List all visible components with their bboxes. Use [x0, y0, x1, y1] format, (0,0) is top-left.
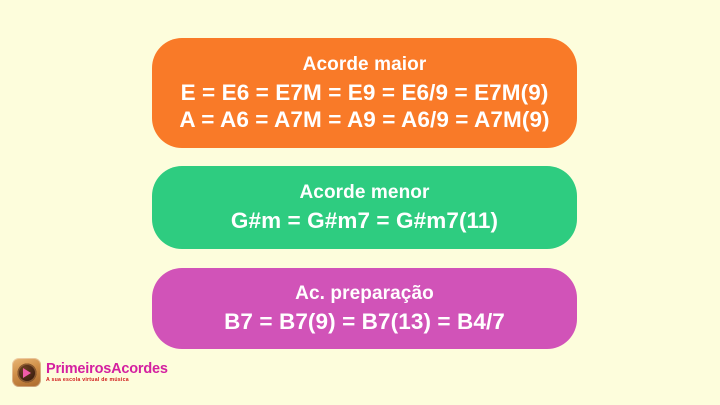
chord-equivalence-line: B7 = B7(9) = B7(13) = B4/7	[224, 309, 505, 335]
brand-tagline: A sua escola virtual de música	[46, 377, 129, 384]
brand-wordmark: PrimeirosAcordes	[46, 360, 168, 377]
chord-card-acorde-menor: Acorde menor G#m = G#m7 = G#m7(11)	[152, 166, 577, 249]
play-triangle-icon	[23, 367, 32, 378]
chord-card-title: Ac. preparação	[295, 283, 434, 305]
brand-logo[interactable]: PrimeirosAcordes A sua escola virtual de…	[12, 358, 168, 387]
chord-equivalence-line: G#m = G#m7 = G#m7(11)	[230, 208, 499, 234]
play-button-icon	[12, 358, 41, 387]
chord-card-title: Acorde maior	[302, 53, 427, 75]
chord-card-acorde-preparacao: Ac. preparação B7 = B7(9) = B7(13) = B4/…	[152, 268, 577, 349]
chord-equivalence-line: A = A6 = A7M = A9 = A6/9 = A7M(9)	[179, 107, 550, 133]
chord-card-acorde-maior: Acorde maior E = E6 = E7M = E9 = E6/9 = …	[152, 38, 577, 148]
brand-logo-text: PrimeirosAcordes A sua escola virtual de…	[46, 362, 168, 384]
chord-card-title: Acorde menor	[299, 182, 430, 204]
chord-equivalence-line: E = E6 = E7M = E9 = E6/9 = E7M(9)	[180, 79, 549, 105]
